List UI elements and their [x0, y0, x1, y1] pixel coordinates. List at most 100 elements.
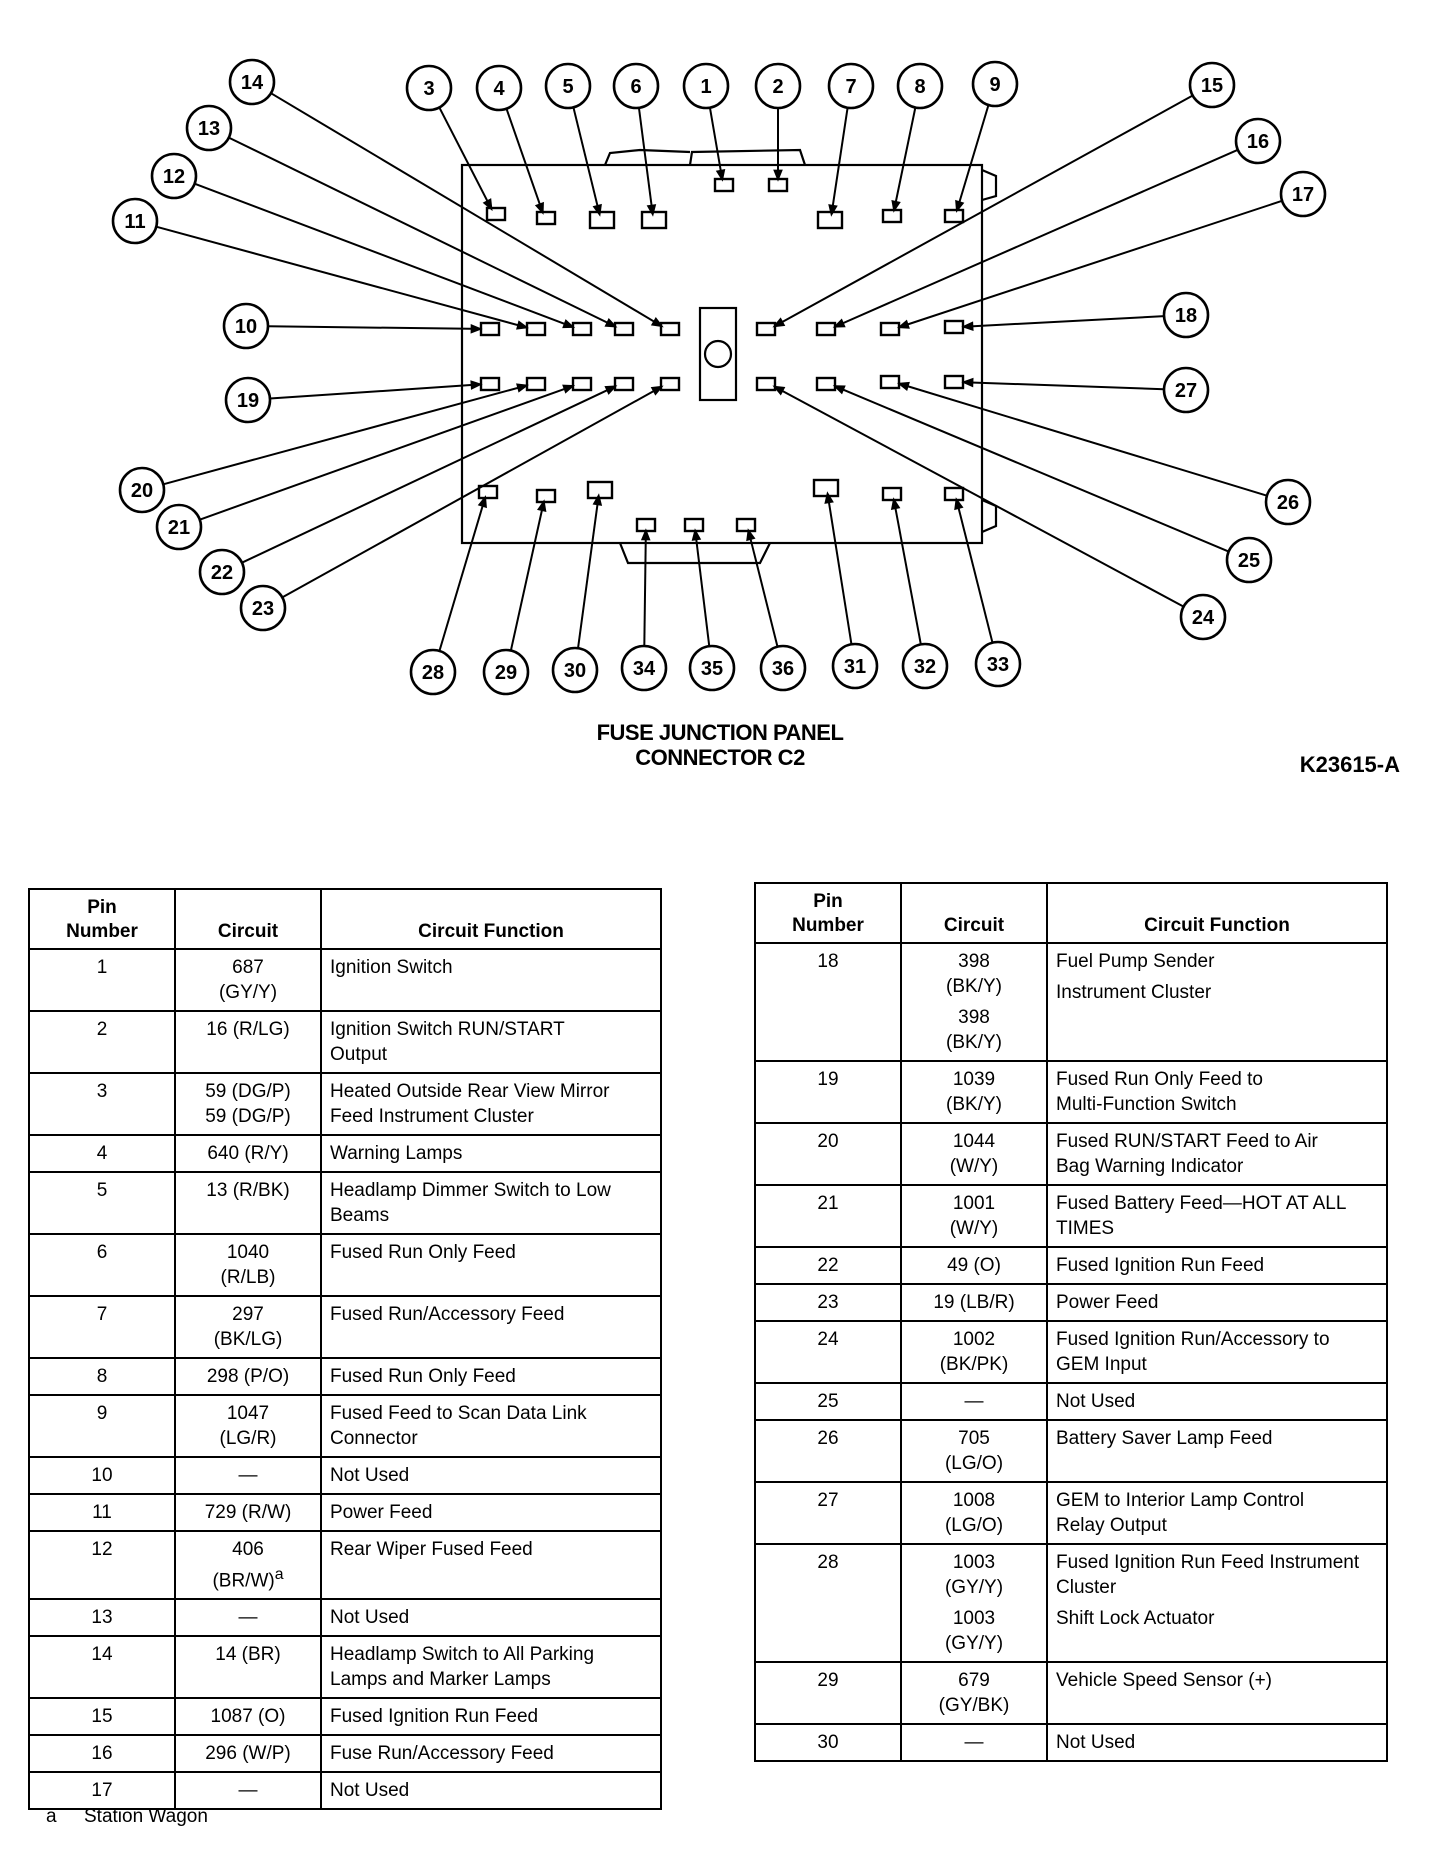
circuit-cell: 729 (R/W) [174, 1493, 322, 1532]
circuit-cell: 1003(GY/Y)1003(GY/Y) [900, 1543, 1048, 1663]
pin-number-cell: 26 [754, 1419, 902, 1483]
circuit-code: 679 [958, 1670, 990, 1691]
diagram-subtitle: CONNECTOR C2 [635, 745, 805, 770]
function-text: Fused Ignition Run/Accessory to [1056, 1329, 1330, 1350]
leader-lines [155, 92, 1283, 652]
circuit-cell: 59 (DG/P) 59 (DG/P) [174, 1072, 322, 1136]
pin-cavity-5 [588, 210, 616, 230]
pin-cavity-20 [525, 376, 547, 392]
circuit-code: 1003 [952, 1608, 996, 1629]
pin-number-cell: 1 [28, 948, 176, 1012]
callout-circle [1179, 593, 1227, 641]
pin-cavity-19 [479, 376, 501, 392]
function-text: Not Used [1056, 1391, 1136, 1412]
leader-arrow-15 [772, 317, 786, 328]
callout-number: 32 [914, 656, 936, 678]
callout-number: 15 [1201, 75, 1223, 97]
leader-arrow-17 [896, 319, 910, 329]
header-circuit-function: Circuit Function [320, 888, 662, 950]
function-text: Power Feed [1056, 1292, 1159, 1313]
callout-number: 28 [422, 662, 444, 684]
leader-arrow-2 [773, 169, 783, 182]
leader-line-6 [637, 107, 654, 215]
leader-arrow-24 [772, 385, 786, 396]
table-row: 17—Not Used [28, 1771, 662, 1811]
circuit-code: — [964, 1391, 984, 1412]
pin-callout-35: 35 [688, 644, 736, 692]
circuit-cell: 1001(W/Y) [900, 1184, 1048, 1248]
callout-circle [482, 648, 530, 696]
pin-callout-28: 28 [409, 648, 457, 696]
callout-circle [974, 640, 1022, 688]
function-text: Lamps and Marker Lamps [330, 1669, 551, 1691]
leader-arrow-5 [592, 203, 602, 217]
pin-callout-34: 34 [620, 644, 668, 692]
leader-line-19 [269, 383, 481, 400]
callout-number: 24 [1192, 607, 1215, 629]
pin-cavity-9 [943, 208, 965, 224]
leader-arrow-3 [482, 198, 493, 212]
circuit-cell: 1002(BK/PK) [900, 1320, 1048, 1384]
pin-cavity-13 [613, 321, 635, 337]
function-text: Ignition Switch [330, 957, 453, 978]
callout-number: 19 [237, 390, 259, 412]
circuit-code: 59 (DG/P) [205, 1106, 291, 1127]
circuit-cell: 1039(BK/Y) [900, 1060, 1048, 1124]
callout-circle [896, 62, 944, 110]
header-circuit-function: Circuit Function [1046, 882, 1388, 944]
leader-line-7 [830, 107, 849, 215]
callout-circle [228, 58, 276, 106]
function-text: Fused RUN/START Feed to Air [1056, 1131, 1318, 1152]
pin-callout-32: 32 [901, 642, 949, 690]
callout-number: 2 [772, 76, 783, 98]
circuit-cell: 398(BK/Y)398(BK/Y) [900, 942, 1048, 1062]
leader-arrow-13 [604, 317, 618, 328]
pin-callout-33: 33 [974, 640, 1022, 688]
table-row: 25—Not Used [754, 1382, 1388, 1421]
pin-cavity-18 [943, 319, 965, 335]
leader-arrow-36 [746, 528, 756, 542]
leader-line-10 [267, 325, 481, 330]
leader-line-26 [899, 382, 1268, 497]
pin-number-cell: 4 [28, 1134, 176, 1173]
circuit-code: 59 (DG/P) [205, 1081, 291, 1102]
pin-number-cell: 29 [754, 1661, 902, 1725]
callout-number: 12 [163, 166, 185, 188]
callout-circle [198, 548, 246, 596]
leader-arrow-31 [824, 491, 834, 504]
circuit-cell: — [174, 1771, 322, 1811]
callout-number: 7 [845, 76, 856, 98]
circuit-cell: 13 (R/BK) [174, 1171, 322, 1235]
pin-cavity-16 [815, 321, 837, 337]
leader-line-15 [774, 94, 1194, 327]
leader-arrow-21 [562, 384, 576, 394]
pin-callout-20: 20 [118, 466, 166, 514]
callout-circle [155, 503, 203, 551]
circuit-code: (BK/LG) [213, 1329, 283, 1350]
leader-arrow-4 [534, 201, 544, 215]
leader-arrow-34 [640, 528, 651, 541]
table-row: 30—Not Used [754, 1723, 1388, 1762]
circuit-cell: — [900, 1382, 1048, 1421]
circuit-code: 406 [232, 1539, 264, 1560]
function-text: Battery Saver Lamp Feed [1056, 1428, 1273, 1449]
pin-callout-29: 29 [482, 648, 530, 696]
circuit-cell: 687(GY/Y) [174, 948, 322, 1012]
pin-cavity-36 [735, 517, 757, 533]
circuit-cell: 1087 (O) [174, 1697, 322, 1737]
pin-cavity-26 [879, 374, 901, 390]
callout-circle [1225, 536, 1273, 584]
function-text: Feed Instrument Cluster [330, 1106, 534, 1127]
leader-arrow-8 [891, 199, 901, 213]
function-text: Fuel Pump Sender [1056, 951, 1215, 972]
circuit-code: (R/LB) [220, 1267, 276, 1288]
callout-circle [1162, 366, 1210, 414]
